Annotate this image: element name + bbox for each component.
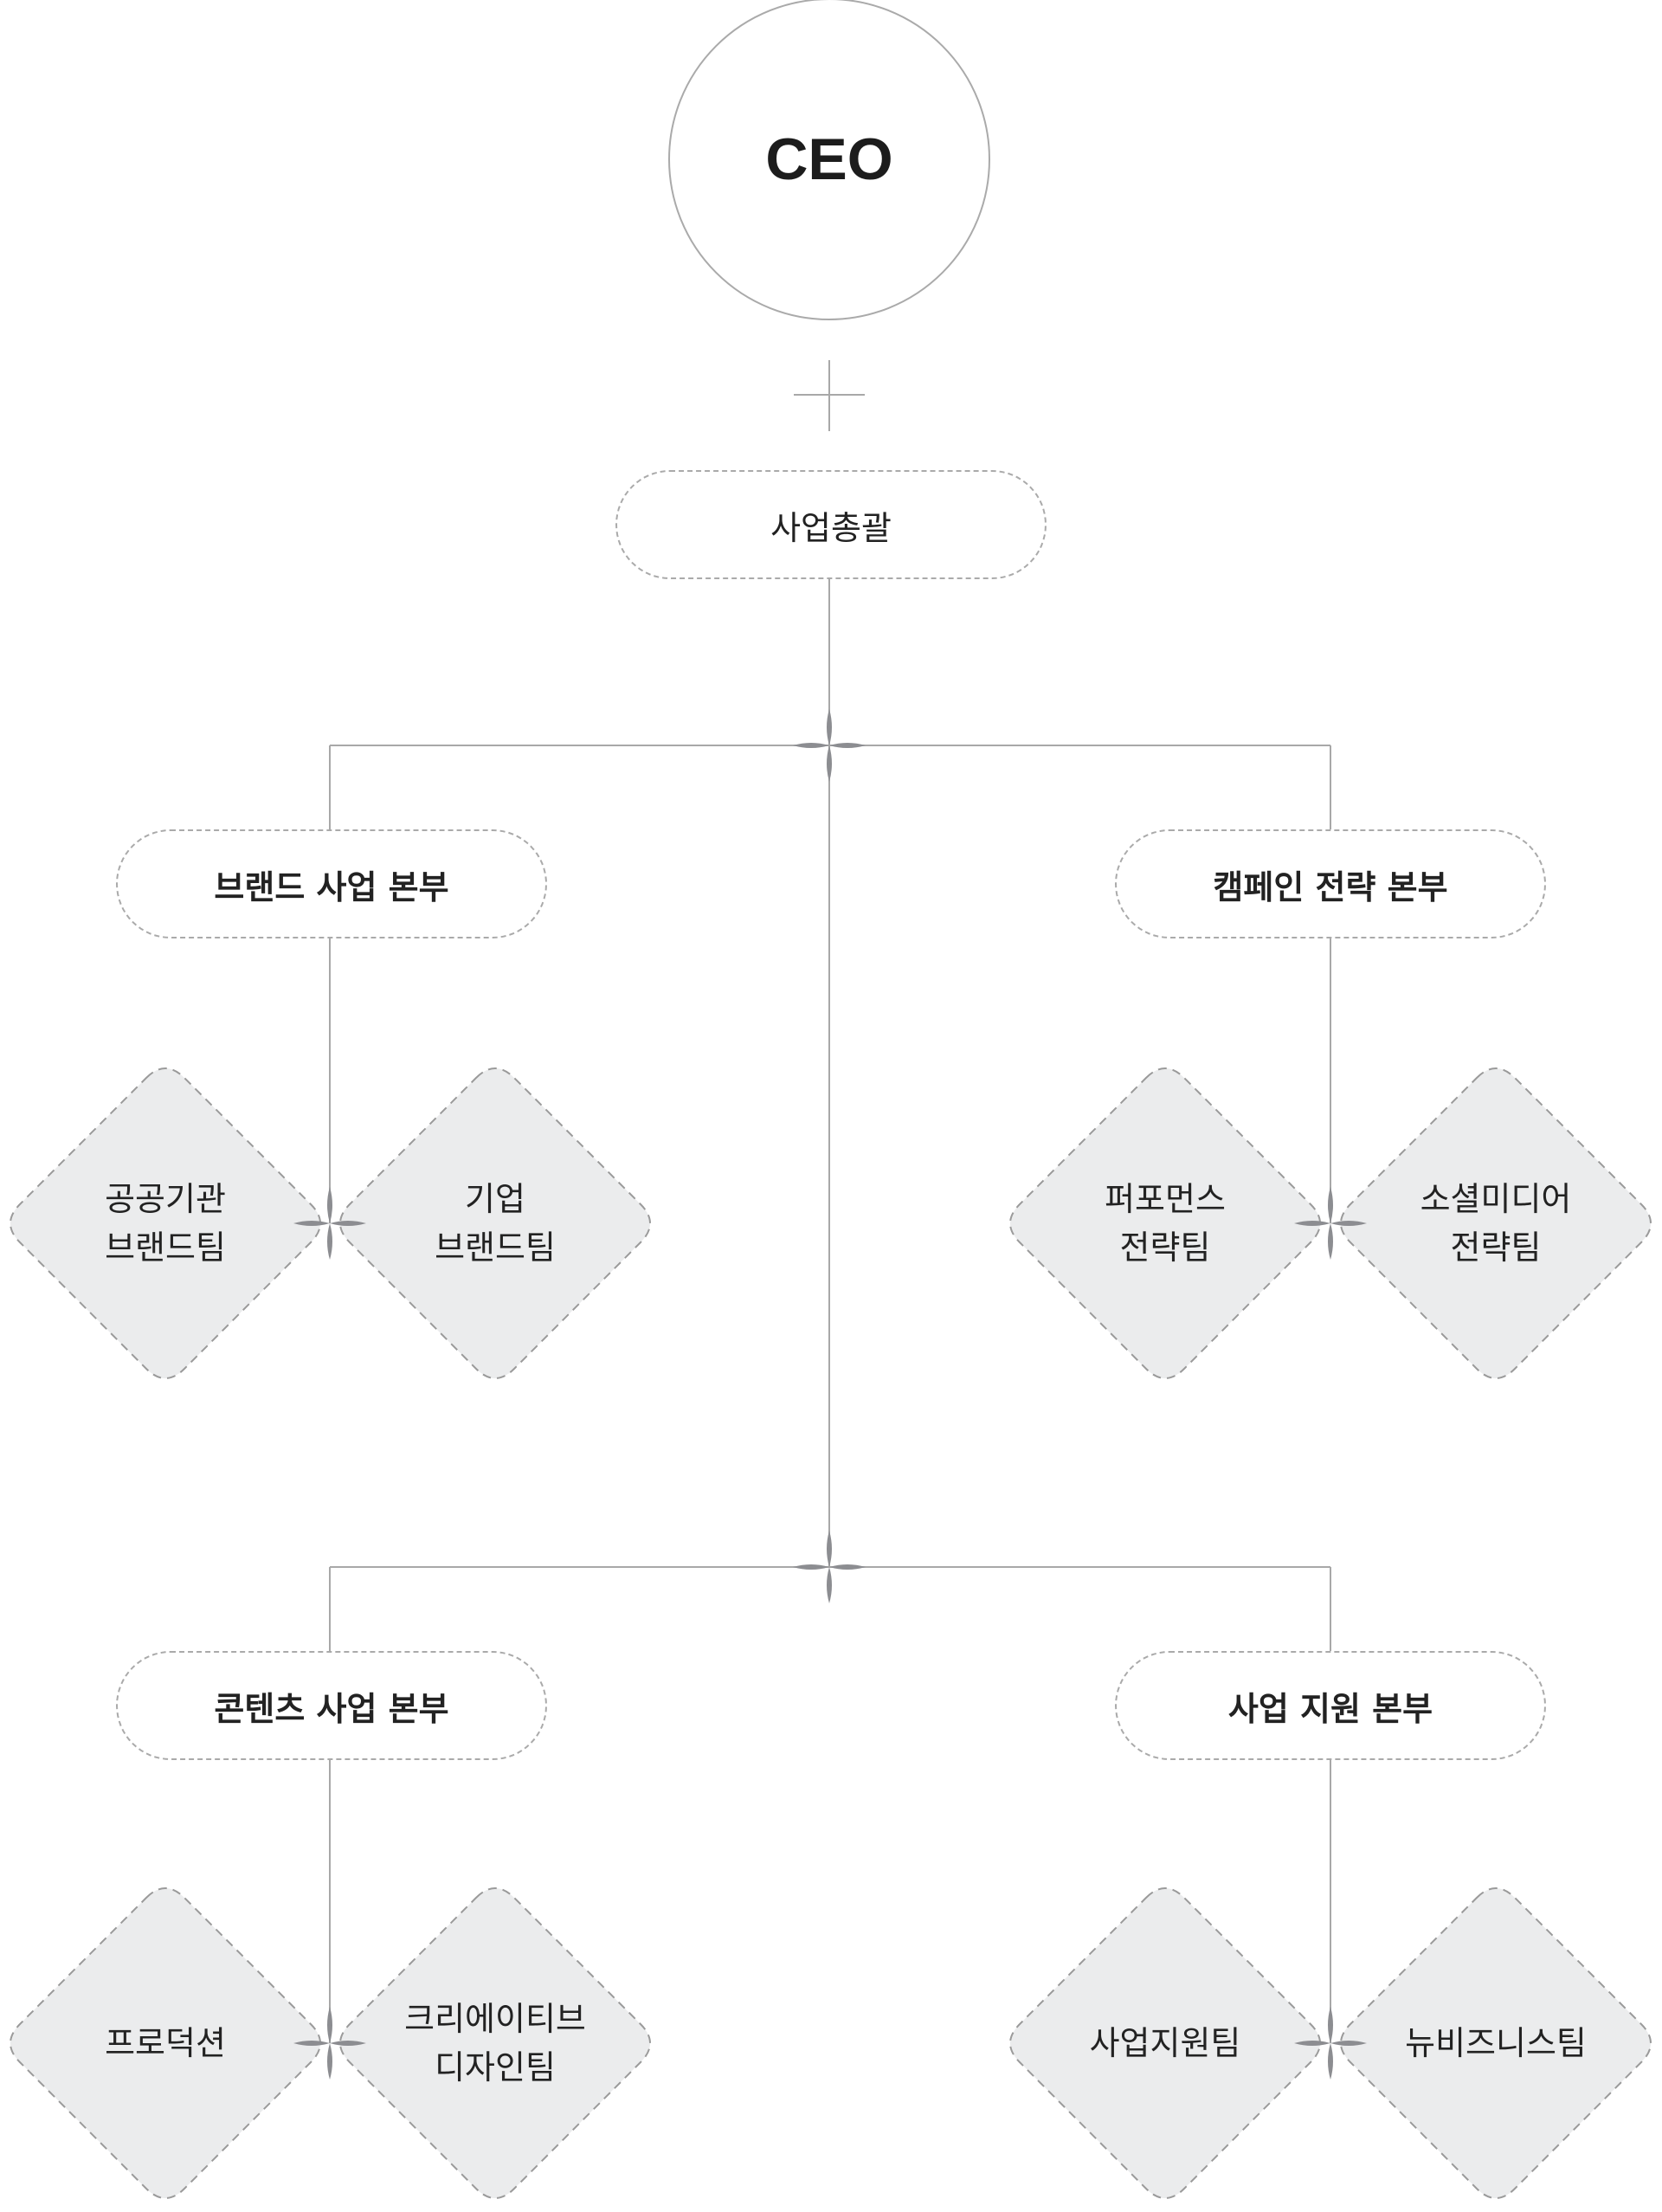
team-production: 프로덕션 <box>105 2024 226 2062</box>
team-diamond <box>1340 1887 1652 2199</box>
general-node: 사업총괄 <box>615 470 1047 579</box>
team-diamond <box>10 1067 321 1379</box>
team-business-support: 사업지원팀 <box>1089 2024 1241 2062</box>
ceo-label: CEO <box>765 126 893 192</box>
division-label: 콘텐츠 사업 본부 <box>214 1689 449 1728</box>
division-label: 캠페인 전략 본부 <box>1213 867 1448 906</box>
junction-star-icon <box>293 1187 366 1260</box>
team-new-business: 뉴비즈니스팀 <box>1405 2024 1587 2062</box>
junction-star-icon <box>293 2007 366 2080</box>
division-label: 사업 지원 본부 <box>1227 1689 1433 1728</box>
general-label: 사업총괄 <box>770 508 892 547</box>
team-diamond <box>339 1887 651 2199</box>
division-label: 브랜드 사업 본부 <box>214 867 449 906</box>
division-support: 사업 지원 본부 <box>1115 1651 1546 1760</box>
division-content: 콘텐츠 사업 본부 <box>116 1651 547 1760</box>
junction-star-icon <box>793 709 866 782</box>
ceo-node: CEO <box>668 0 990 320</box>
team-diamond <box>10 1887 321 2199</box>
junction-star-icon <box>1294 1187 1367 1260</box>
team-diamond <box>1009 1067 1321 1379</box>
junction-star-icon <box>793 1531 866 1603</box>
division-campaign: 캠페인 전략 본부 <box>1115 829 1546 938</box>
division-brand: 브랜드 사업 본부 <box>116 829 547 938</box>
team-diamond <box>1340 1067 1652 1379</box>
team-diamond <box>1009 1887 1321 2199</box>
junction-star-icon <box>1294 2007 1367 2080</box>
team-diamond <box>339 1067 651 1379</box>
